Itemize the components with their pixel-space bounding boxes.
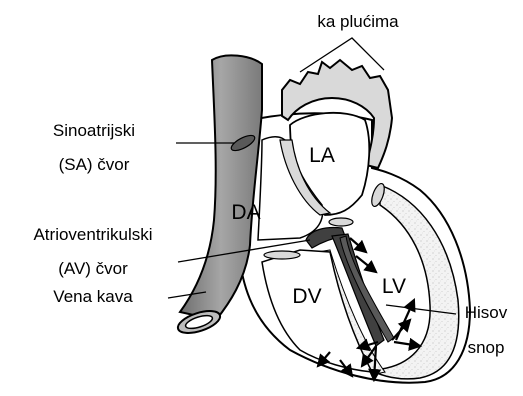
mitral-valve: [329, 218, 353, 226]
tricuspid-valve: [264, 251, 300, 259]
label-sa-node-2: (SA) čvor: [59, 155, 130, 174]
label-sa-node-1: Sinoatrijski: [53, 121, 135, 140]
label-right-atrium: DA: [231, 201, 260, 224]
label-to-lungs: ka plućima: [317, 12, 399, 31]
label-left-atrium: LA: [309, 144, 335, 167]
label-av-node-2: (AV) čvor: [58, 259, 128, 278]
label-right-ventricle: DV: [292, 285, 321, 308]
label-bundle-1: Hisov: [465, 303, 508, 322]
label-bundle-2: snop: [468, 338, 505, 357]
label-av-node-1: Atrioventrikulski: [33, 225, 152, 244]
label-left-ventricle: LV: [382, 275, 406, 298]
label-vena-cava: Vena kava: [53, 287, 133, 306]
